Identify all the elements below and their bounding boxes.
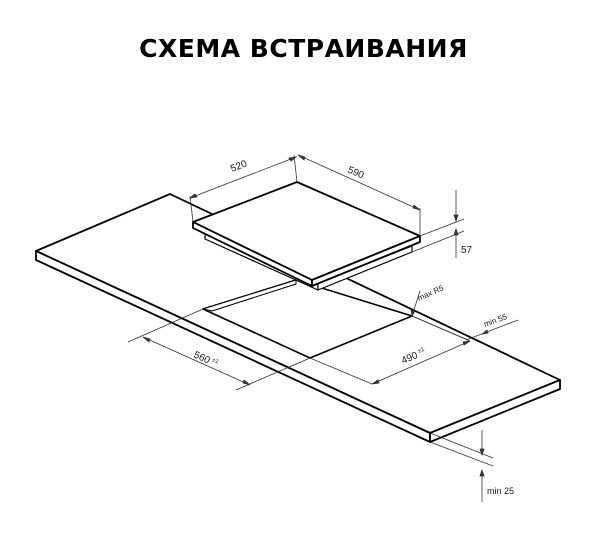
dim-hob-height-label: 57 [461,245,473,256]
dim-cutout-width-value: 560 [192,350,212,367]
dim-hob-width-label: 590 [346,165,366,182]
cutout-inner-wall [202,279,297,312]
page-title: СХЕМА ВСТРАИВАНИЯ [139,34,468,63]
dim-corner-radius-label: max R5 [416,283,445,303]
dim-hob-depth [188,154,298,223]
dim-min-edge-label: min 55 [483,312,509,329]
dim-min-thickness-value: min 25 [487,486,514,496]
hob [192,181,421,291]
dim-cutout-width-tolerance: ±1 [211,357,220,365]
dim-min-thickness-label: min 25 [487,486,514,496]
dim-hob-depth-label: 520 [229,158,249,174]
dim-cutout-width [127,308,311,391]
dim-hob-width [297,154,421,236]
dim-min-edge [411,315,519,341]
dim-min-thickness [429,430,494,502]
dim-corner-radius [410,290,421,318]
dim-cutout-depth-tolerance: ±1 [417,346,426,354]
dim-cutout-width-label: 560±1 [192,350,220,371]
dim-hob-height [411,190,465,258]
hob-glass-side [311,235,421,287]
countertop-side-face [429,379,561,443]
